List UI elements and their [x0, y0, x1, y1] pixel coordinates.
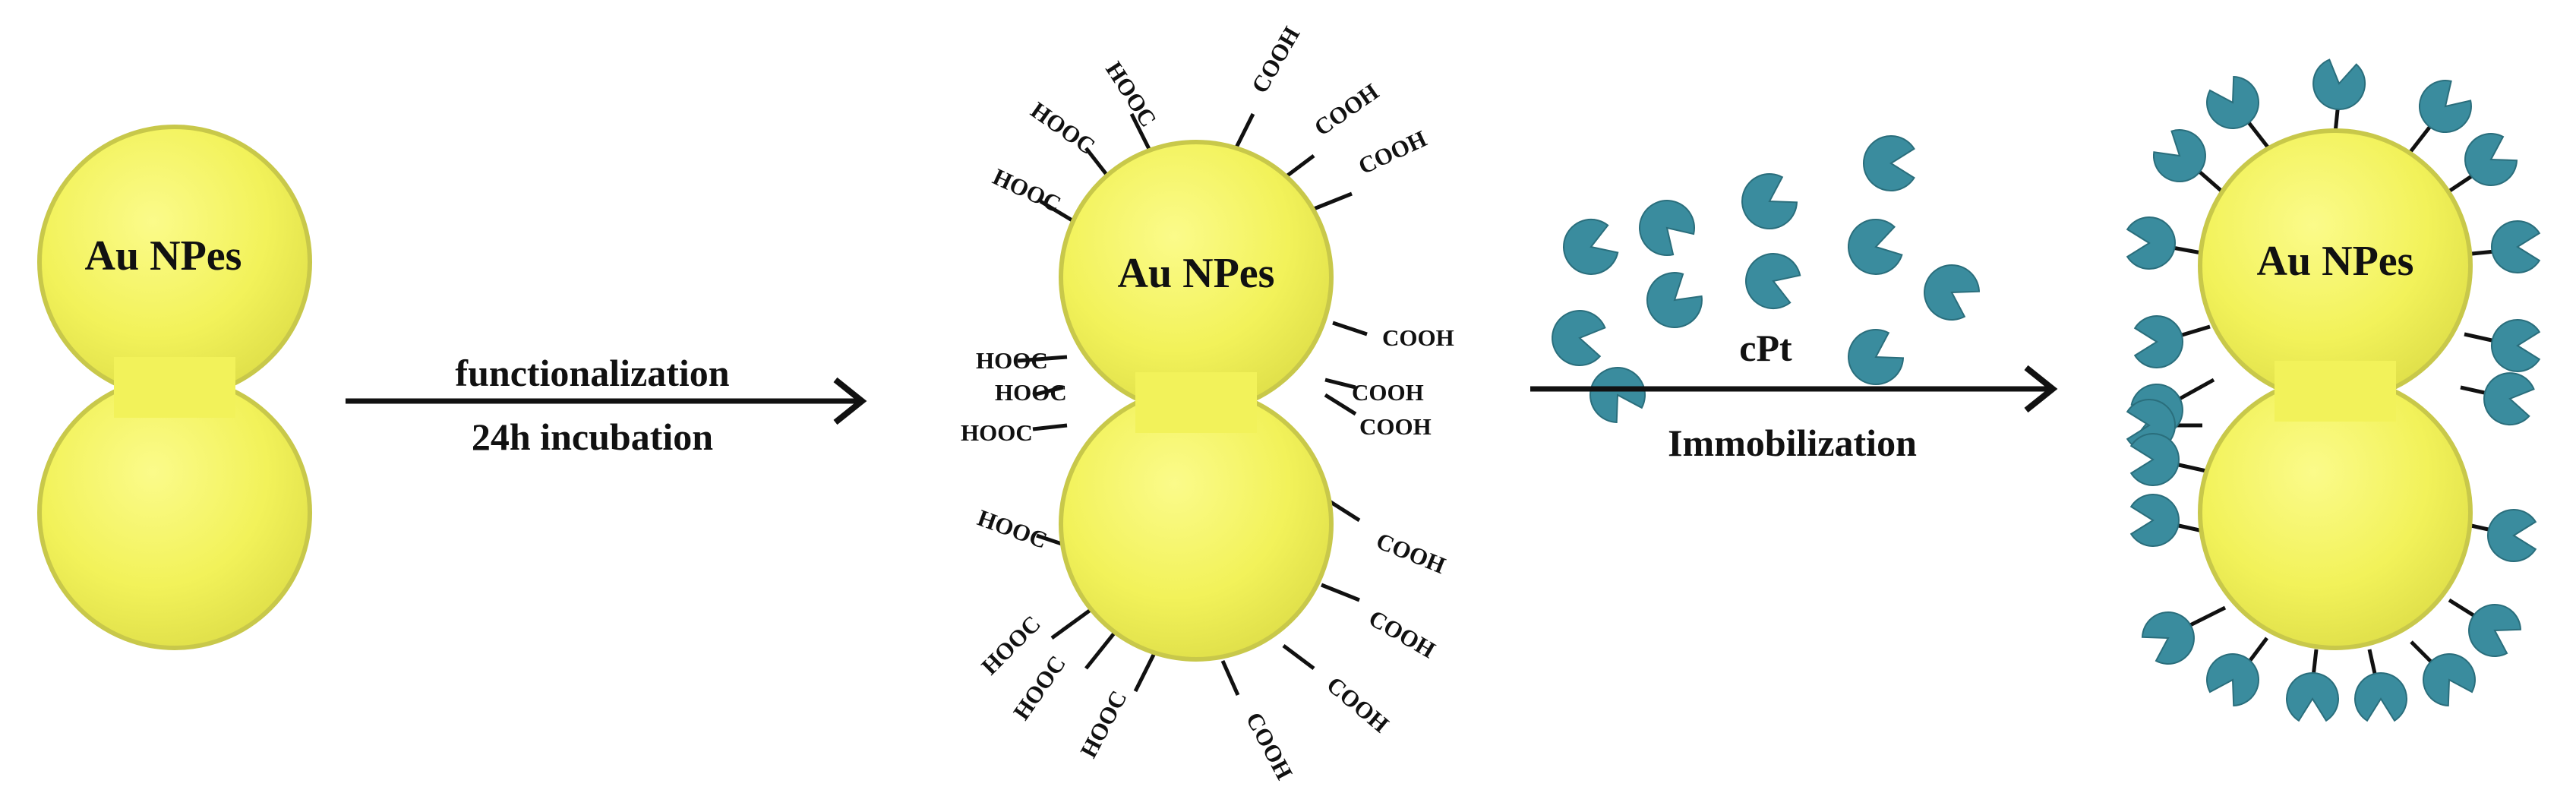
pacman-protein-icon — [1552, 310, 1606, 367]
hooc-group-label: HOOC — [961, 419, 1033, 446]
pacman-protein-icon — [2422, 653, 2476, 707]
immobilized-au-nanoparticle: Au NPes — [2126, 58, 2541, 722]
pacman-protein-icon — [2129, 494, 2180, 547]
bound-cpt-proteins — [2126, 58, 2541, 722]
hooc-group-label: HOOC — [989, 163, 1065, 218]
linker-bond — [2186, 605, 2227, 629]
arrow-head-icon — [2024, 365, 2058, 413]
cooh-group-label: COOH — [1382, 324, 1454, 351]
pacman-protein-icon — [2206, 75, 2260, 129]
hooc-group-label: HOOC — [995, 379, 1067, 406]
pacman-protein-icon — [2129, 433, 2180, 486]
pacman-protein-icon — [2483, 372, 2535, 426]
cooh-group-label: COOH — [1372, 527, 1449, 579]
cooh-group-label: COOH — [1359, 413, 1432, 440]
free-cpt-proteins — [1552, 135, 1981, 424]
cooh-group-label: COOH — [1309, 78, 1384, 141]
linker-bond — [1133, 652, 1157, 693]
cooh-group-label: COOH — [1352, 379, 1424, 406]
pacman-protein-icon — [2126, 216, 2176, 270]
pacman-protein-icon — [2286, 672, 2339, 722]
pacman-protein-icon — [2468, 603, 2522, 657]
linker-bond — [1220, 659, 1240, 697]
pacman-protein-icon — [2152, 129, 2206, 183]
linker-bond — [1324, 393, 1357, 416]
step2-label: Immobilization — [1668, 422, 1917, 464]
pacman-protein-icon — [1862, 135, 1915, 191]
hooc-group-label: HOOC — [1008, 650, 1071, 725]
pacman-protein-icon — [1745, 253, 1801, 310]
linker-bond — [1332, 321, 1368, 336]
linker-bond — [1313, 191, 1353, 211]
linker-bond — [1129, 112, 1153, 153]
pacman-protein-icon — [1646, 272, 1703, 328]
cooh-group-label: COOH — [1241, 708, 1298, 784]
cooh-group-label: COOH — [1322, 671, 1394, 738]
functionalized-au-nanoparticle: Au NPes HOOCHOOCHOOCHOOCHOOCHOOCHOOCHOOC… — [961, 22, 1454, 784]
cooh-group-label: COOH — [1365, 605, 1441, 664]
linker-bond — [1032, 423, 1068, 431]
pacman-protein-icon — [2206, 653, 2260, 707]
pacman-protein-icon — [1589, 367, 1646, 424]
linker-bond — [1050, 605, 1095, 640]
pacman-protein-icon — [2491, 319, 2541, 372]
reagent-label: cPt — [1739, 327, 1792, 369]
pacman-protein-icon — [2354, 672, 2407, 722]
hooc-group-label: HOOC — [1100, 57, 1162, 132]
pacman-protein-icon — [2133, 315, 2183, 368]
step1-line2-label: 24h incubation — [472, 415, 713, 458]
pacman-protein-icon — [1741, 173, 1798, 229]
bare-au-nanoparticle: Au NPes — [37, 125, 312, 650]
arrow-head-icon — [833, 377, 867, 425]
hooc-group-label: HOOC — [1026, 96, 1100, 160]
hooc-group-label: HOOC — [1075, 686, 1132, 762]
particle-label: Au NPes — [2257, 238, 2414, 285]
pacman-protein-icon — [1639, 200, 1695, 256]
linker-bond — [1232, 112, 1255, 153]
pacman-protein-icon — [2491, 220, 2541, 273]
linker-bond — [1282, 154, 1315, 180]
pacman-protein-icon — [1563, 218, 1619, 275]
pacman-protein-icon — [2464, 133, 2518, 187]
linker-bond — [1017, 355, 1068, 363]
pacman-protein-icon — [1848, 329, 1905, 385]
linker-bond — [2178, 378, 2215, 401]
functionalization-step: functionalization 24h incubation — [346, 352, 867, 458]
pacman-protein-icon — [2312, 58, 2366, 110]
linker-bond — [1084, 629, 1118, 670]
pacman-protein-icon — [2418, 80, 2472, 134]
pacman-protein-icon — [2487, 509, 2537, 562]
cooh-group-label: COOH — [1354, 125, 1431, 180]
linker-bond — [1032, 385, 1064, 397]
particle-label: Au NPes — [85, 232, 242, 280]
pacman-protein-icon — [2141, 611, 2195, 665]
pacman-protein-icon — [1847, 219, 1903, 275]
cooh-group-label: COOH — [1246, 22, 1305, 98]
pacman-protein-icon — [1924, 264, 1981, 321]
immobilization-step: cPt Immobilization — [1530, 135, 2058, 464]
particle-label: Au NPes — [1118, 250, 1275, 297]
linker-bond — [1321, 583, 1360, 602]
linker-bond — [1324, 378, 1356, 390]
hooc-group-label: HOOC — [974, 504, 1051, 554]
step1-line1-label: functionalization — [455, 352, 729, 394]
linker-bond — [1282, 644, 1315, 670]
hooc-group-label: HOOC — [976, 347, 1048, 374]
